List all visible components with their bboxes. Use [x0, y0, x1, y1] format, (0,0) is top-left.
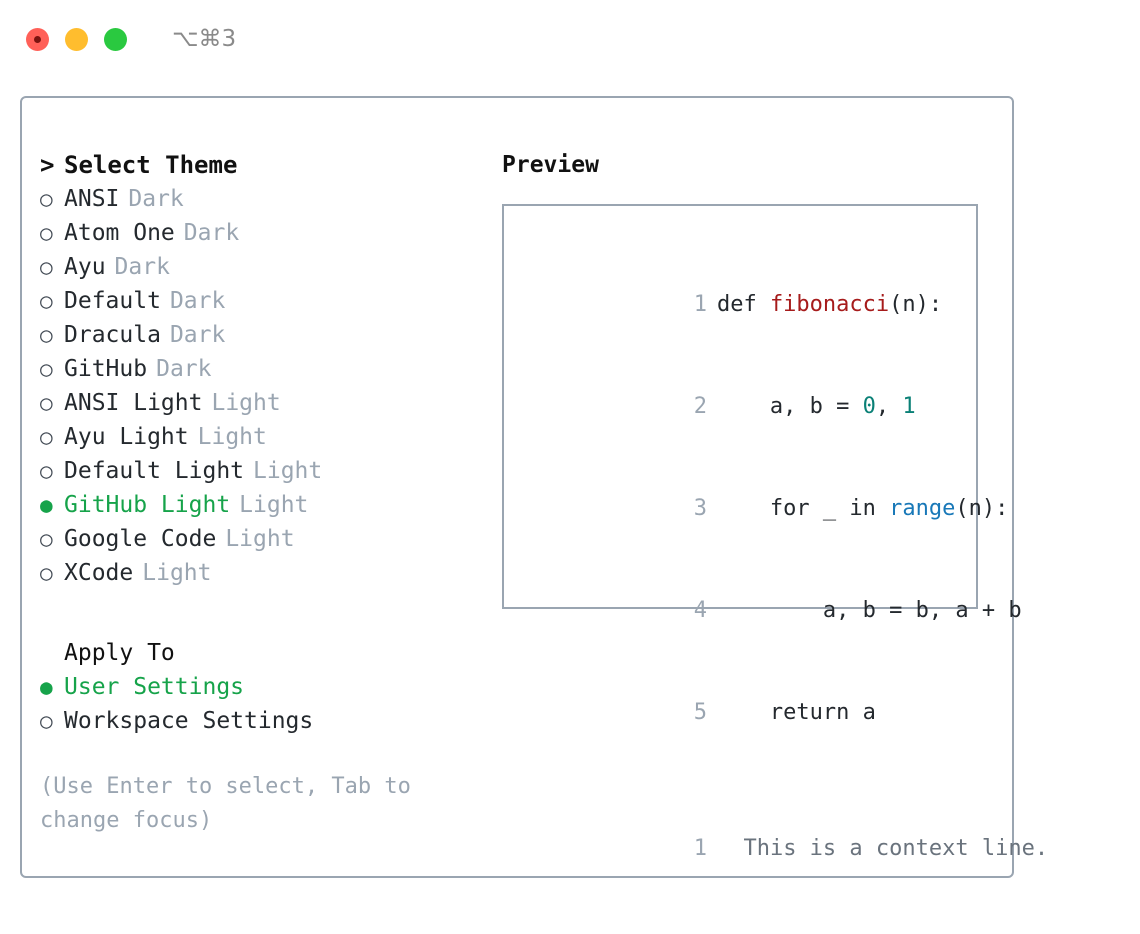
code-token: for _ in [716, 496, 890, 521]
minimize-window-button[interactable] [65, 27, 88, 51]
theme-list-header-label: Select Theme [64, 151, 238, 179]
code-token: return a [716, 700, 876, 725]
theme-option-kind: Dark [114, 254, 170, 280]
theme-option-ayu-dark[interactable]: ○ Ayu Dark [40, 250, 480, 284]
theme-option-label: Dracula [64, 322, 161, 348]
apply-to-option-workspace-settings[interactable]: ○ Workspace Settings [40, 704, 480, 738]
code-line: 4 a, b = b, a + b [522, 560, 1022, 662]
theme-option-kind: Dark [169, 288, 226, 314]
theme-option-kind: Light [211, 390, 281, 416]
code-token: a, b = b, a + b [716, 598, 1022, 623]
code-token: , [875, 394, 903, 419]
theme-option-label: Atom One [64, 220, 175, 246]
theme-option-label: XCode [64, 560, 134, 586]
code-line: 5 return a [522, 662, 976, 764]
code-line: 3 for _ in range(n): [522, 458, 1009, 560]
line-number: 1 [693, 292, 707, 317]
line-number: 4 [693, 598, 707, 623]
traffic-lights [26, 27, 127, 51]
radio-unselected-icon: ○ [40, 187, 53, 211]
theme-option-google-code[interactable]: ○ Google Code Light [40, 522, 480, 556]
radio-selected-icon: ● [40, 493, 53, 517]
radio-selected-icon: ● [40, 675, 53, 699]
line-number: 5 [693, 700, 707, 725]
theme-option-kind: Light [253, 458, 323, 484]
apply-to-option-label: Workspace Settings [64, 708, 314, 734]
theme-option-kind: Light [197, 424, 267, 450]
theme-option-ansi-light[interactable]: ○ ANSI Light Light [40, 386, 480, 420]
radio-unselected-icon: ○ [40, 459, 53, 483]
radio-unselected-icon: ○ [40, 357, 53, 381]
radio-unselected-icon: ○ [40, 561, 53, 585]
theme-option-label: Ayu [64, 254, 106, 280]
diff-spacer [522, 764, 976, 798]
theme-option-kind: Light [239, 492, 309, 518]
theme-option-kind: Dark [128, 186, 184, 212]
code-token: a, b = [716, 394, 863, 419]
radio-unselected-icon: ○ [40, 289, 53, 313]
radio-unselected-icon: ○ [40, 323, 53, 347]
theme-option-default-dark[interactable]: ○ Default Dark [40, 284, 480, 318]
prompt-caret-icon: > [40, 151, 55, 179]
theme-option-kind: Light [225, 526, 295, 552]
radio-unselected-icon: ○ [40, 709, 53, 733]
theme-option-atom-one-dark[interactable]: ○ Atom One Dark [40, 216, 480, 250]
apply-to-option-user-settings[interactable]: ● User Settings [40, 670, 480, 704]
code-token-builtin: range [889, 496, 956, 521]
diff-line-deleted: 2- This line was deleted. [522, 900, 976, 934]
theme-option-label: ANSI [64, 186, 120, 212]
code-token-number: 1 [902, 394, 916, 419]
line-number: 3 [693, 496, 707, 521]
title-bar: ⌥⌘3 [0, 0, 1140, 78]
radio-unselected-icon: ○ [40, 425, 53, 449]
theme-option-label: GitHub [64, 356, 148, 382]
code-token-function: fibonacci [769, 292, 890, 317]
code-line: 2 a, b = 0, 1 [522, 356, 976, 458]
theme-option-dracula-dark[interactable]: ○ Dracula Dark [40, 318, 480, 352]
code-token: def [716, 292, 770, 317]
theme-option-kind: Light [142, 560, 212, 586]
theme-option-github-light[interactable]: ● GitHub Light Light [40, 488, 480, 522]
theme-option-ayu-light[interactable]: ○ Ayu Light Light [40, 420, 480, 454]
theme-option-ansi-dark[interactable]: ○ ANSI Dark [40, 182, 480, 216]
theme-option-github-dark[interactable]: ○ GitHub Dark [40, 352, 480, 386]
theme-option-label: ANSI Light [64, 390, 203, 416]
theme-option-label: Ayu Light [64, 424, 189, 450]
theme-option-label: Google Code [64, 526, 217, 552]
radio-unselected-icon: ○ [40, 527, 53, 551]
theme-option-xcode[interactable]: ○ XCode Light [40, 556, 480, 590]
code-token-number: 0 [862, 394, 876, 419]
theme-list-header: > Select Theme [40, 148, 480, 182]
code-token: (n): [889, 292, 943, 317]
apply-to-header: Apply To [64, 640, 175, 666]
diff-text: This is a context line. [743, 836, 1049, 861]
theme-option-default-light[interactable]: ○ Default Light Light [40, 454, 480, 488]
theme-option-label: GitHub Light [64, 492, 231, 518]
line-number: 1 [693, 836, 707, 861]
theme-option-kind: Dark [183, 220, 240, 246]
radio-unselected-icon: ○ [40, 255, 53, 279]
apply-to-option-label: User Settings [64, 674, 245, 700]
window-shortcut-label: ⌥⌘3 [172, 26, 237, 52]
theme-option-kind: Dark [169, 322, 226, 348]
radio-unselected-icon: ○ [40, 221, 53, 245]
line-number: 2 [693, 394, 707, 419]
maximize-window-button[interactable] [104, 27, 127, 51]
code-line: 1 def fibonacci(n): [522, 254, 976, 356]
code-token: (n): [955, 496, 1009, 521]
keyboard-hint-text: (Use Enter to select, Tab to change focu… [40, 774, 411, 833]
theme-option-label: Default [64, 288, 161, 314]
section-spacer [40, 590, 480, 636]
close-window-button[interactable] [26, 27, 49, 51]
theme-option-label: Default Light [64, 458, 245, 484]
theme-option-kind: Dark [156, 356, 212, 382]
preview-title: Preview [502, 152, 599, 178]
diff-line-context: 1 This is a context line. [522, 798, 1048, 900]
radio-unselected-icon: ○ [40, 391, 53, 415]
diff-marker [717, 836, 744, 861]
